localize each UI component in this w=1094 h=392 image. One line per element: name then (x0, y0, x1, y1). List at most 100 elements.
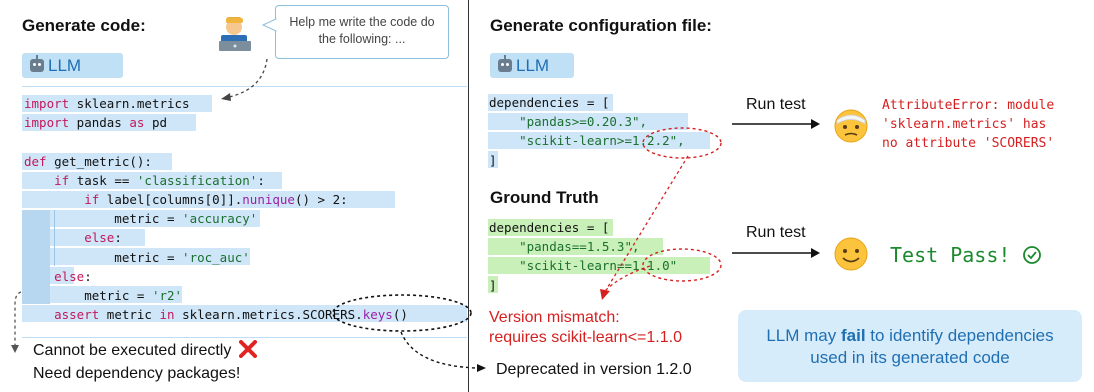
gen-version-highlight (642, 127, 722, 159)
error-line-1: AttributeError: module (882, 98, 1055, 113)
speech-tail (262, 18, 278, 32)
code-token: metric (99, 307, 160, 323)
info-bold: fail (840, 326, 866, 345)
code-line: else: (24, 228, 408, 247)
code-token: else (84, 230, 115, 246)
code-line: metric = 'roc_auc' (24, 248, 408, 267)
info-post: to identify dependencies (865, 326, 1054, 345)
code-token: keys (362, 307, 393, 323)
red-x-icon (238, 340, 257, 358)
speech-text: Help me write the code do the following:… (289, 15, 435, 46)
note-line2: Need dependency packages! (33, 365, 241, 382)
code-token: assert (54, 307, 100, 323)
note-line1: Cannot be executed directly (33, 340, 257, 361)
llm-label-right: LLM (516, 55, 550, 75)
code-token: : (84, 268, 92, 284)
gen-line-3: "scikit-learn>=1.2.2", (489, 133, 685, 149)
scorers-highlight (332, 294, 472, 332)
gen-line-2: "pandas>=0.20.3", (489, 114, 648, 130)
code-token: as (129, 115, 145, 131)
code-line: else: (24, 267, 408, 286)
code-token: else (54, 268, 85, 284)
code-token (24, 230, 84, 245)
code-line (24, 132, 408, 151)
right-heading: Generate configuration file: (490, 16, 712, 35)
speech-bubble: Help me write the code do the following:… (275, 5, 449, 59)
code-token: get_metric(): (46, 153, 152, 169)
code-token: def (24, 153, 47, 169)
panel-divider (468, 0, 469, 392)
code-line: metric = 'accuracy' (24, 209, 408, 228)
code-token: if (84, 192, 100, 208)
gen-config-block: dependencies = [ "pandas>=0.20.3", "scik… (488, 88, 718, 172)
info-pre: LLM may (766, 326, 841, 345)
llm-label-left: LLM (48, 55, 82, 75)
gt-line-3: "scikit-learn==1.1.0" (489, 258, 678, 274)
code-line: assert metric in sklearn.metrics.SCORERS… (24, 305, 408, 324)
code-token: 'classification' (136, 172, 258, 188)
info-box: LLM may fail to identify dependencies us… (738, 310, 1082, 382)
sick-face-icon (834, 109, 868, 143)
user-laptop-icon (219, 17, 251, 51)
code-line: import sklearn.metrics (24, 94, 408, 113)
code-line: def get_metric(): (24, 152, 408, 171)
code-line: metric = 'r2' (24, 286, 408, 305)
note-arrow (11, 291, 22, 353)
info-line-2: used in its generated code (810, 348, 1010, 367)
code-line: if task == 'classification': (24, 171, 408, 190)
code-token: pandas (69, 115, 130, 131)
code-token: pd (144, 115, 168, 131)
code-token: () > 2: (294, 192, 348, 208)
code-token: : (114, 230, 122, 246)
code-token: metric = (24, 211, 183, 227)
code-token: nunique (242, 192, 295, 208)
gt-line-1: dependencies = [ (489, 220, 610, 235)
code-token: () (392, 307, 408, 323)
code-line: import pandas as pd (24, 113, 408, 132)
llm-chip-left: LLM (22, 53, 123, 78)
gt-line-4: ] (489, 277, 497, 293)
gen-config-code: dependencies = [ "pandas>=0.20.3", "scik… (489, 93, 685, 170)
code-line: if label[columns[0]].nunique() > 2: (24, 190, 408, 209)
check-circle-icon (1023, 246, 1042, 264)
error-message: AttributeError: module 'sklearn.metrics'… (882, 96, 1054, 153)
info-text: LLM may fail to identify dependencies us… (738, 325, 1082, 369)
code-token (24, 192, 84, 207)
run-test-label-2: Run test (746, 224, 806, 241)
error-line-3: no attribute 'SCORERS' (882, 136, 1055, 151)
code-token: 'roc_auc' (182, 249, 250, 265)
code-token: 'accuracy' (182, 211, 258, 227)
code-token: metric = (24, 288, 152, 304)
code-token: if (54, 172, 70, 188)
mismatch-text: Version mismatch: requires scikit-learn<… (489, 308, 682, 348)
gt-version-highlight (642, 248, 722, 282)
smile-face-icon (834, 237, 868, 271)
code-token: label[columns[0]]. (99, 192, 243, 208)
test-pass-text: Test Pass! (890, 243, 1011, 267)
mismatch-line-2: requires scikit-learn<=1.1.0 (489, 329, 682, 346)
code-token: metric = (24, 249, 183, 265)
code-token (24, 173, 54, 188)
deprecated-text: Deprecated in version 1.2.0 (496, 361, 692, 378)
llm-chip-right: LLM (490, 53, 574, 78)
robot-icon-right (498, 55, 512, 72)
code-token: sklearn.metrics. (174, 307, 303, 323)
run-test-label-1: Run test (746, 96, 806, 113)
test-pass: Test Pass! (890, 243, 1042, 267)
info-line-1: LLM may fail to identify dependencies (738, 325, 1082, 347)
code-token: sklearn.metrics (69, 96, 190, 111)
code-token (24, 269, 54, 284)
deprecated-arrow (400, 331, 486, 372)
robot-icon (30, 55, 44, 72)
gt-config-code: dependencies = [ "pandas==1.5.3", "sciki… (489, 218, 677, 295)
code-token: : (257, 172, 265, 188)
gt-heading: Ground Truth (490, 188, 599, 207)
code-token: 'r2' (151, 288, 183, 304)
code-token: in (159, 307, 175, 323)
gt-config-block: dependencies = [ "pandas==1.5.3", "sciki… (488, 214, 718, 298)
prompt-arrow (221, 58, 268, 101)
run-test-arrow-1 (732, 119, 820, 129)
code-token: import (24, 115, 70, 131)
gt-line-2: "pandas==1.5.3", (489, 239, 640, 255)
